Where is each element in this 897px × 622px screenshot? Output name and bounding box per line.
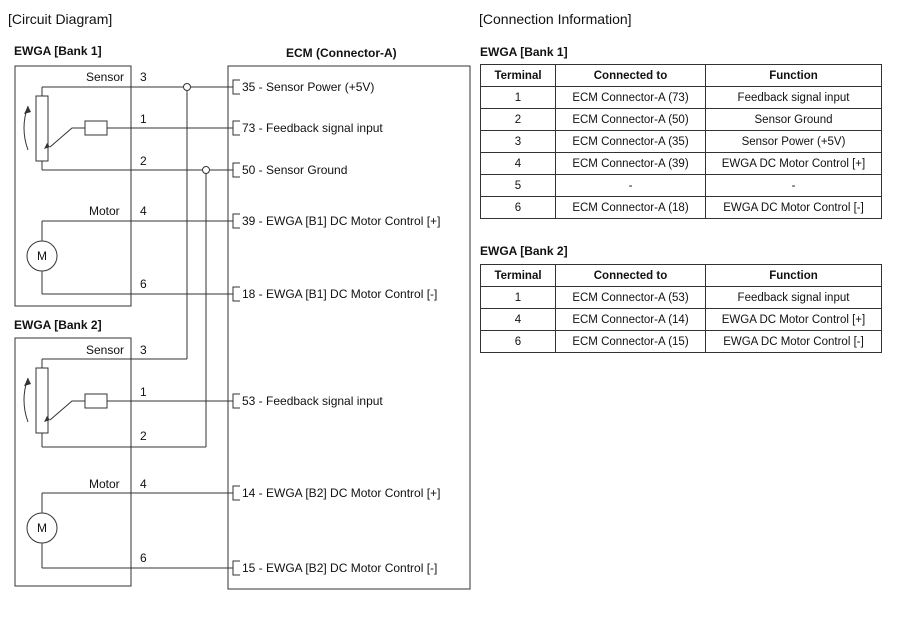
bank2-pin: 2 (140, 429, 147, 443)
ecm-pin-label: 35 - Sensor Power (+5V) (242, 80, 375, 94)
connected-to-cell: ECM Connector-A (39) (555, 152, 706, 175)
bank1-pin: 2 (140, 154, 147, 168)
bank2-motor-label: Motor (89, 477, 120, 491)
bank1-motor-symbol: M (37, 249, 47, 263)
ecm-pin-label: 15 - EWGA [B2] DC Motor Control [-] (242, 561, 438, 575)
function-cell: EWGA DC Motor Control [+] (705, 152, 882, 175)
ecm-pin-label: 39 - EWGA [B1] DC Motor Control [+] (242, 214, 441, 228)
bank2-pin: 6 (140, 551, 147, 565)
function-cell: EWGA DC Motor Control [-] (705, 330, 882, 353)
connected-to-cell: - (555, 174, 706, 197)
bank2-sensor-label: Sensor (86, 343, 125, 357)
circuit-diagram-title: [Circuit Diagram] (8, 11, 113, 27)
header-terminal: Terminal (480, 264, 556, 287)
ecm-box (227, 65, 471, 590)
function-cell: EWGA DC Motor Control [+] (705, 308, 882, 331)
header-connected-to: Connected to (555, 264, 706, 287)
ecm-pin-label: 53 - Feedback signal input (242, 394, 383, 408)
bank2-pin: 3 (140, 343, 147, 357)
connected-to-cell: ECM Connector-A (35) (555, 130, 706, 153)
header-function: Function (705, 64, 882, 87)
function-cell: Feedback signal input (705, 86, 882, 109)
function-cell: Sensor Ground (705, 108, 882, 131)
table-row: 5-- (480, 174, 882, 197)
connected-to-cell: ECM Connector-A (15) (555, 330, 706, 353)
ecm-pin-label: 18 - EWGA [B1] DC Motor Control [-] (242, 287, 438, 301)
bank1-title: EWGA [Bank 1] (14, 44, 102, 58)
bank2-pin: 4 (140, 477, 147, 491)
header-function: Function (705, 264, 882, 287)
junction-dot (202, 166, 210, 174)
terminal-cell: 6 (480, 196, 556, 219)
header-terminal: Terminal (480, 64, 556, 87)
ecm-pin-label: 14 - EWGA [B2] DC Motor Control [+] (242, 486, 441, 500)
connected-to-cell: ECM Connector-A (14) (555, 308, 706, 331)
rotation-arrowhead (24, 378, 31, 386)
connected-to-cell: ECM Connector-A (50) (555, 108, 706, 131)
rotation-arrowhead (24, 106, 31, 114)
terminal-cell: 6 (480, 330, 556, 353)
terminal-cell: 3 (480, 130, 556, 153)
ecm-pin-label: 73 - Feedback signal input (242, 121, 383, 135)
bank1-sensor-element (84, 120, 108, 136)
table-header-row: Terminal Connected to Function (480, 264, 882, 287)
connection-info-title: [Connection Information] (479, 11, 632, 27)
function-cell: - (705, 174, 882, 197)
terminal-cell: 5 (480, 174, 556, 197)
terminal-cell: 4 (480, 152, 556, 175)
bank1-box (14, 65, 132, 307)
bank2-box (14, 337, 132, 587)
connected-to-cell: ECM Connector-A (73) (555, 86, 706, 109)
wiper-arrowhead (44, 416, 50, 422)
header-connected-to: Connected to (555, 64, 706, 87)
circuit-diagram (14, 65, 471, 590)
connected-to-cell: ECM Connector-A (53) (555, 286, 706, 309)
bank1-pin: 1 (140, 112, 147, 126)
bank2-pin: 1 (140, 385, 147, 399)
table-bank2-title: EWGA [Bank 2] (480, 244, 568, 258)
bank2-potentiometer (35, 367, 49, 434)
ecm-pin-label: 50 - Sensor Ground (242, 163, 348, 177)
bank1-pin: 3 (140, 70, 147, 84)
terminal-cell: 1 (480, 286, 556, 309)
bank2-sensor-element (84, 393, 108, 409)
terminal-cell: 1 (480, 86, 556, 109)
junction-dot (183, 83, 191, 91)
table-bank1-title: EWGA [Bank 1] (480, 45, 568, 59)
connected-to-cell: ECM Connector-A (18) (555, 196, 706, 219)
bank1-motor-label: Motor (89, 204, 120, 218)
bank2-title: EWGA [Bank 2] (14, 318, 102, 332)
bank1-pin: 6 (140, 277, 147, 291)
bank1-sensor-label: Sensor (86, 70, 125, 84)
bank1-potentiometer (35, 95, 49, 162)
function-cell: Sensor Power (+5V) (705, 130, 882, 153)
ecm-pin-brackets (232, 79, 240, 576)
bank2-motor-symbol: M (37, 521, 47, 535)
ecm-title: ECM (Connector-A) (286, 46, 397, 60)
table-header-row: Terminal Connected to Function (480, 64, 882, 87)
wiper-arrowhead (44, 143, 50, 149)
terminal-cell: 4 (480, 308, 556, 331)
terminal-cell: 2 (480, 108, 556, 131)
function-cell: EWGA DC Motor Control [-] (705, 196, 882, 219)
bank1-pin: 4 (140, 204, 147, 218)
function-cell: Feedback signal input (705, 286, 882, 309)
